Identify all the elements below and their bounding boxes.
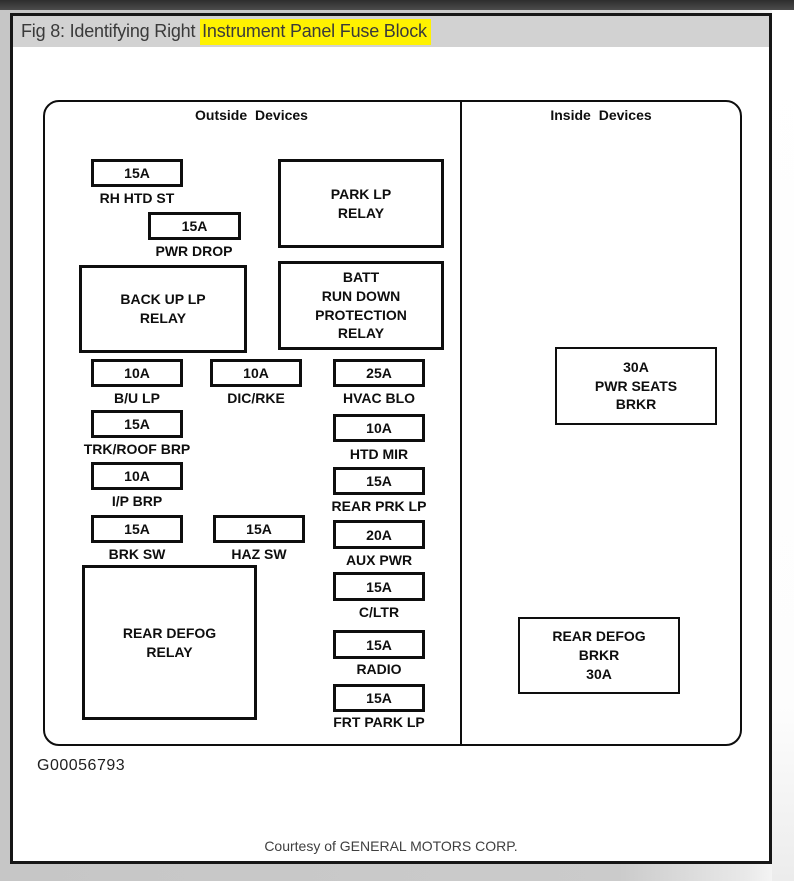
fuse-box-ip-brp: 10A bbox=[91, 462, 183, 490]
figure-title-bar: Fig 8: Identifying Right Instrument Pane… bbox=[13, 16, 769, 47]
fuse-box-radio: 15A bbox=[333, 630, 425, 659]
relay-batt-run-down-protection: BATT RUN DOWN PROTECTION RELAY bbox=[278, 261, 444, 350]
fuse-box-rh-htd-st: 15A bbox=[91, 159, 183, 187]
fuse-box-hvac-blo: 25A bbox=[333, 359, 425, 387]
fuse-label-hvac-blo: HVAC BLO bbox=[342, 390, 416, 406]
breaker-rear-defog: REAR DEFOG BRKR 30A bbox=[518, 617, 680, 694]
section-divider bbox=[460, 100, 462, 746]
breaker-pwr-seats: 30A PWR SEATS BRKR bbox=[555, 347, 717, 425]
fuse-box-aux-pwr: 20A bbox=[333, 520, 425, 549]
relay-rear-defog: REAR DEFOG RELAY bbox=[82, 565, 257, 720]
fuse-label-trk-roof-brp: TRK/ROOF BRP bbox=[83, 441, 191, 457]
window-top-bar bbox=[0, 0, 794, 10]
fuse-box-htd-mir: 10A bbox=[333, 414, 425, 442]
section-header-inside-devices: Inside Devices bbox=[550, 107, 652, 123]
fuse-box-pwr-drop: 15A bbox=[148, 212, 241, 240]
fuse-label-pwr-drop: PWR DROP bbox=[155, 243, 233, 259]
fuse-label-htd-mir: HTD MIR bbox=[349, 446, 409, 462]
fuse-box-dic-rke: 10A bbox=[210, 359, 302, 387]
fuse-box-trk-roof-brp: 15A bbox=[91, 410, 183, 438]
fuse-label-cltr: C/LTR bbox=[358, 604, 400, 620]
fuse-label-rear-prk-lp: REAR PRK LP bbox=[331, 498, 427, 514]
fuse-label-radio: RADIO bbox=[356, 661, 402, 677]
fuse-label-ip-brp: I/P BRP bbox=[111, 493, 163, 509]
relay-back-up-lp: BACK UP LP RELAY bbox=[79, 265, 247, 353]
fuse-label-haz-sw: HAZ SW bbox=[231, 546, 287, 562]
relay-park-lp: PARK LP RELAY bbox=[278, 159, 444, 248]
fuse-label-bu-lp: B/U LP bbox=[114, 390, 160, 406]
courtesy-note: Courtesy of GENERAL MOTORS CORP. bbox=[264, 838, 518, 854]
figure-title-highlight: Instrument Panel Fuse Block bbox=[200, 18, 431, 45]
page-right-margin bbox=[772, 10, 794, 881]
fuse-box-cltr: 15A bbox=[333, 572, 425, 601]
fuse-box-rear-prk-lp: 15A bbox=[333, 467, 425, 495]
fuse-box-brk-sw: 15A bbox=[91, 515, 183, 543]
fuse-label-frt-park-lp: FRT PARK LP bbox=[333, 714, 425, 730]
fuse-label-rh-htd-st: RH HTD ST bbox=[99, 190, 175, 206]
fuse-label-brk-sw: BRK SW bbox=[108, 546, 166, 562]
fuse-label-aux-pwr: AUX PWR bbox=[345, 552, 413, 568]
fuse-box-haz-sw: 15A bbox=[213, 515, 305, 543]
fuse-box-bu-lp: 10A bbox=[91, 359, 183, 387]
section-header-outside-devices: Outside Devices bbox=[195, 107, 308, 123]
figure-title: Fig 8: Identifying Right bbox=[21, 21, 201, 41]
fuse-box-frt-park-lp: 15A bbox=[333, 684, 425, 712]
figure-id: G00056793 bbox=[37, 757, 126, 774]
fuse-label-dic-rke: DIC/RKE bbox=[227, 390, 285, 406]
